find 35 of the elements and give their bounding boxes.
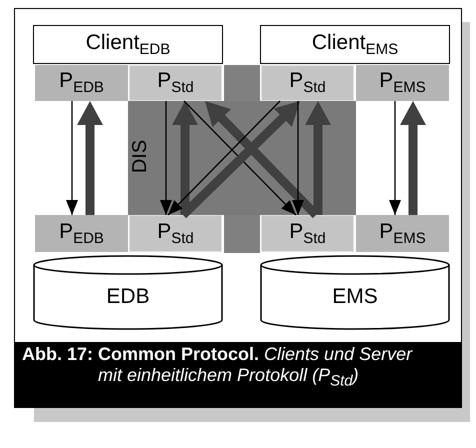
arrow [292, 101, 304, 215]
node-label: P$_{Std}$ [289, 69, 326, 97]
arrow [168, 100, 280, 216]
node-label: EMS [332, 284, 378, 308]
node-label: P$_{EMS}$ [379, 220, 426, 248]
protocol-box [356, 65, 449, 101]
node-label: P$_{Std}$ [157, 220, 194, 248]
arrow [160, 101, 172, 215]
protocol-box [261, 215, 354, 252]
region-label: DIS [129, 140, 152, 174]
figure-caption: Abb. 17: Common Protocol. Clients und Server mit einheitlichem Protokoll (P$_{Std}$) [22, 344, 414, 392]
node-label: EDB [106, 284, 150, 308]
arrow [66, 101, 78, 215]
thick-arrow [305, 101, 331, 215]
node-label: P$_{Std}$ [157, 69, 194, 97]
database-cylinder [33, 255, 223, 330]
node-label: P$_{EDB}$ [59, 69, 104, 97]
client-box [260, 25, 450, 64]
protocol-box [35, 65, 128, 101]
node-label: P$_{EDB}$ [59, 220, 104, 248]
protocol-box [129, 215, 222, 252]
protocol-box [356, 215, 449, 252]
protocol-box [35, 215, 128, 252]
thick-arrow [77, 101, 103, 215]
client-box [33, 25, 223, 64]
node-label: P$_{Std}$ [289, 220, 326, 248]
node-label: P$_{EMS}$ [379, 69, 426, 97]
node-label: Client$_{EMS}$ [312, 30, 398, 58]
protocol-box [261, 65, 354, 101]
thick-arrow [400, 101, 426, 215]
node-label: Client$_{EDB}$ [86, 30, 170, 58]
database-cylinder [260, 255, 450, 330]
protocol-box [129, 65, 222, 101]
thick-arrow [172, 101, 198, 215]
arrow [389, 101, 401, 215]
